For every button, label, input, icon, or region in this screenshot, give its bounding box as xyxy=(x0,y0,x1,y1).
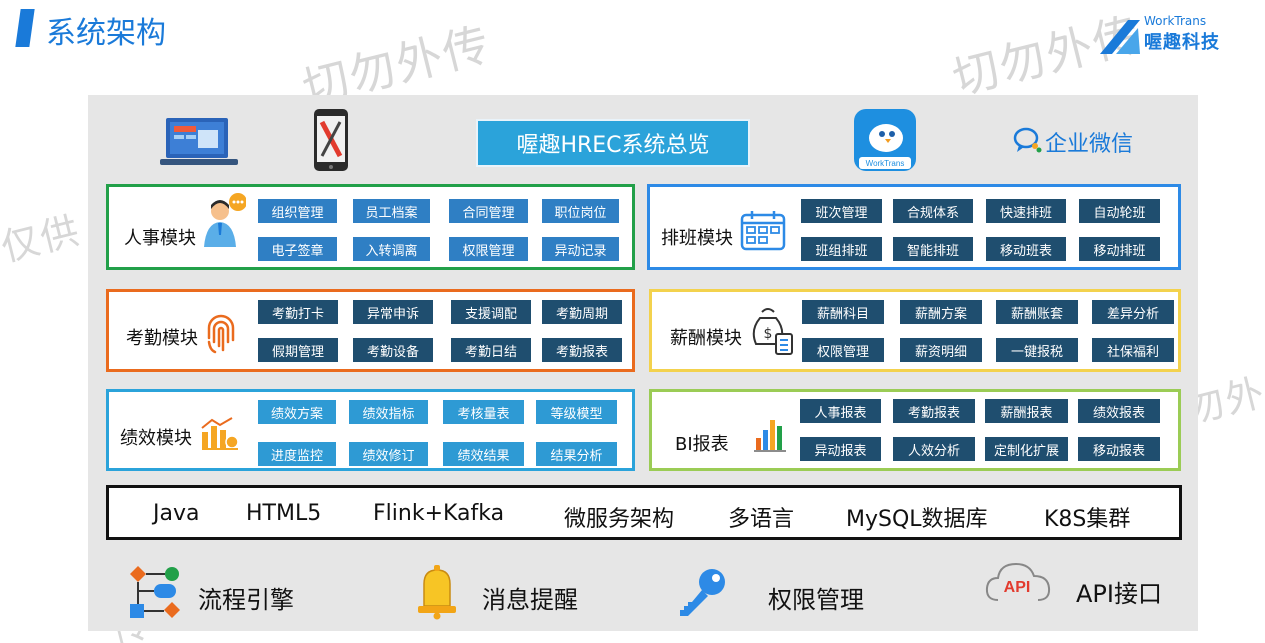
module-title: BI报表 xyxy=(675,434,729,455)
module-item[interactable]: 绩效指标 xyxy=(349,400,428,424)
bell-icon xyxy=(418,565,456,620)
module-title: 绩效模块 xyxy=(120,428,192,449)
bi-report-module: BI报表 人事报表 考勤报表 薪酬报表 绩效报表 异动报表 人效分析 定制化扩展… xyxy=(649,389,1181,471)
module-item[interactable]: 班组排班 xyxy=(801,237,882,261)
module-item[interactable]: 考勤设备 xyxy=(353,338,433,362)
module-item[interactable]: 考勤报表 xyxy=(893,399,975,423)
module-item[interactable]: 人效分析 xyxy=(893,437,975,461)
module-title: 薪酬模块 xyxy=(670,328,742,349)
tech-item: MySQL数据库 xyxy=(846,507,988,532)
feature-label: API接口 xyxy=(1076,580,1162,608)
module-item[interactable]: 组织管理 xyxy=(258,199,337,223)
module-title: 人事模块 xyxy=(124,228,196,249)
company-logo: WorkTrans 喔趣科技 xyxy=(1098,14,1238,58)
module-item[interactable]: 合规体系 xyxy=(893,199,973,223)
module-item[interactable]: 考勤报表 xyxy=(542,338,622,362)
tech-item: 多语言 xyxy=(728,507,795,532)
svg-text:$: $ xyxy=(764,326,773,342)
api-badge-text: API xyxy=(1004,579,1031,596)
module-item[interactable]: 结果分析 xyxy=(536,442,617,466)
module-item[interactable]: 异常申诉 xyxy=(353,300,433,324)
module-item[interactable]: 绩效修订 xyxy=(349,442,428,466)
module-item[interactable]: 权限管理 xyxy=(449,237,528,261)
fingerprint-icon xyxy=(207,314,235,354)
module-item[interactable]: 绩效结果 xyxy=(443,442,524,466)
mobile-phone-icon xyxy=(314,109,348,171)
module-item[interactable]: 薪酬方案 xyxy=(900,300,982,324)
performance-chart-icon xyxy=(201,417,239,450)
hr-module: 人事模块 组织管理 员工档案 合同管理 职位岗位 电子签章 入转调离 权限管理 … xyxy=(106,184,635,270)
title-accent-bar xyxy=(15,9,35,47)
worktrans-app-icon: WorkTrans xyxy=(854,109,916,171)
system-overview-banner: 喔趣HREC系统总览 xyxy=(476,119,750,167)
module-item[interactable]: 异动报表 xyxy=(800,437,881,461)
flowchart-icon xyxy=(130,566,180,618)
module-item[interactable]: 电子签章 xyxy=(258,237,337,261)
feature-label: 流程引擎 xyxy=(198,586,294,614)
module-title: 排班模块 xyxy=(661,228,733,249)
page-title: 系统架构 xyxy=(46,16,166,51)
module-item[interactable]: 班次管理 xyxy=(801,199,882,223)
key-icon xyxy=(680,569,725,616)
module-item[interactable]: 人事报表 xyxy=(800,399,881,423)
feature-label: 权限管理 xyxy=(768,586,864,614)
app-icon-label: WorkTrans xyxy=(866,159,905,168)
module-item[interactable]: 自动轮班 xyxy=(1079,199,1160,223)
module-item[interactable]: 一键报税 xyxy=(996,338,1078,362)
module-item[interactable]: 职位岗位 xyxy=(542,199,619,223)
wecom-label: 企业微信 xyxy=(1045,132,1134,157)
api-cloud-icon: API xyxy=(985,562,1051,601)
module-item[interactable]: 薪酬账套 xyxy=(996,300,1078,324)
logo-en-text: WorkTrans xyxy=(1144,14,1207,28)
module-item[interactable]: 薪酬报表 xyxy=(985,399,1068,423)
attendance-module: 考勤模块 考勤打卡 异常申诉 支援调配 考勤周期 假期管理 考勤设备 考勤日结 … xyxy=(106,289,635,372)
module-item[interactable]: 绩效报表 xyxy=(1078,399,1160,423)
tech-item: K8S集群 xyxy=(1044,507,1131,532)
calendar-icon xyxy=(740,211,786,251)
module-item[interactable]: 员工档案 xyxy=(353,199,430,223)
laptop-icon xyxy=(160,118,238,165)
tech-item: Flink+Kafka xyxy=(373,501,505,526)
logo-cn-text: 喔趣科技 xyxy=(1144,32,1220,53)
module-item[interactable]: 异动记录 xyxy=(542,237,619,261)
bar-chart-icon xyxy=(754,420,786,452)
module-item[interactable]: 智能排班 xyxy=(893,237,973,261)
module-item[interactable]: 社保福利 xyxy=(1092,338,1174,362)
module-item[interactable]: 支援调配 xyxy=(451,300,531,324)
tech-item: HTML5 xyxy=(246,501,322,526)
hr-person-icon xyxy=(204,193,246,247)
salary-bag-icon: $ xyxy=(752,308,793,355)
module-item[interactable]: 考勤日结 xyxy=(451,338,531,362)
module-item[interactable]: 薪酬科目 xyxy=(802,300,884,324)
tech-item: 微服务架构 xyxy=(564,507,675,532)
logo-mark-icon xyxy=(1100,20,1140,54)
module-item[interactable]: 移动排班 xyxy=(1079,237,1160,261)
module-item[interactable]: 考勤打卡 xyxy=(258,300,338,324)
tech-stack-bar: Java HTML5 Flink+Kafka 微服务架构 多语言 MySQL数据… xyxy=(106,485,1182,540)
performance-module: 绩效模块 绩效方案 绩效指标 考核量表 等级模型 进度监控 绩效修订 绩效结果 … xyxy=(106,389,635,471)
feature-label: 消息提醒 xyxy=(482,586,578,614)
wecom-logo: 企业微信 xyxy=(1013,124,1163,160)
module-item[interactable]: 权限管理 xyxy=(802,338,884,362)
tech-item: Java xyxy=(153,501,200,526)
watermark-text: 仅供 xyxy=(0,207,85,270)
module-item[interactable]: 等级模型 xyxy=(536,400,617,424)
wecom-icon xyxy=(1013,127,1042,153)
module-item[interactable]: 合同管理 xyxy=(449,199,528,223)
module-item[interactable]: 考勤周期 xyxy=(542,300,622,324)
payroll-module: 薪酬模块 $ 薪酬科目 薪酬方案 薪酬账套 差异分析 权限管理 薪资明细 一键报… xyxy=(649,289,1181,372)
module-item[interactable]: 绩效方案 xyxy=(258,400,336,424)
module-item[interactable]: 假期管理 xyxy=(258,338,338,362)
module-item[interactable]: 快速排班 xyxy=(986,199,1066,223)
module-item[interactable]: 移动报表 xyxy=(1078,437,1160,461)
module-item[interactable]: 定制化扩展 xyxy=(985,437,1068,461)
module-item[interactable]: 入转调离 xyxy=(353,237,430,261)
module-item[interactable]: 进度监控 xyxy=(258,442,336,466)
module-item[interactable]: 差异分析 xyxy=(1092,300,1174,324)
module-item[interactable]: 移动班表 xyxy=(986,237,1066,261)
module-title: 考勤模块 xyxy=(126,328,198,349)
schedule-module: 排班模块 班次管理 合规体系 快速排班 自动轮班 班组排班 智能排班 移动班表 … xyxy=(647,184,1181,270)
module-item[interactable]: 薪资明细 xyxy=(900,338,982,362)
module-item[interactable]: 考核量表 xyxy=(443,400,524,424)
